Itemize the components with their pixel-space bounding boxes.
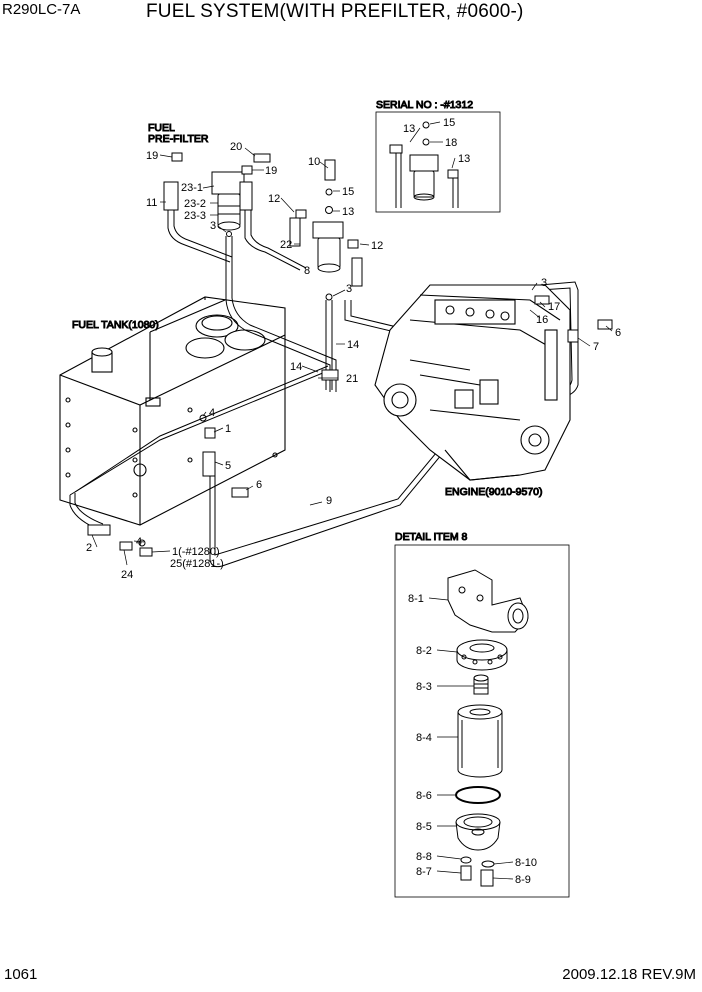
callout-3: 3: [346, 283, 352, 295]
filter-head-8-1: [447, 569, 529, 633]
part-labels: 19 20 19 23-1 23-2 23-3 11 3 22 8 10 15 …: [86, 117, 621, 886]
callout-16: 16: [536, 314, 548, 326]
filter-bowl-8-5: [455, 813, 501, 851]
prefilter-caption-line1: FUEL: [148, 122, 175, 134]
callout-11: 11: [146, 197, 157, 209]
callout-21: 21: [346, 373, 358, 385]
callout-12: 12: [371, 240, 383, 252]
fuel-tank-caption: FUEL TANK(1080): [72, 319, 159, 331]
o-ring-8-6: [455, 786, 501, 804]
callout-23-2: 23-2: [184, 198, 206, 210]
plug-8-7: [460, 865, 472, 881]
callout-14: 14: [347, 339, 359, 351]
callout-8-3: 8-3: [416, 681, 432, 693]
callout-1-serial: 1(-#1280): [172, 546, 220, 558]
callout-19: 19: [265, 165, 277, 177]
page-title: FUEL SYSTEM(WITH PREFILTER, #0600-): [146, 1, 524, 22]
callout-8-7: 8-7: [416, 866, 432, 878]
leader-lines: [91, 121, 613, 880]
main-fuel-filter: [289, 159, 363, 301]
callout-19: 19: [146, 150, 158, 162]
callout-7: 7: [593, 341, 599, 353]
callout-8-10: 8-10: [515, 857, 537, 869]
callout-9: 9: [326, 495, 332, 507]
revision-date: 2009.12.18 REV.9M: [562, 966, 696, 983]
fuel-tank: [59, 296, 286, 526]
callout-8-4: 8-4: [416, 732, 432, 744]
callout-12: 12: [268, 193, 280, 205]
callout-8: 8: [304, 265, 310, 277]
callout-20: 20: [230, 141, 242, 153]
callout-13: 13: [403, 123, 415, 135]
callout-8-8: 8-8: [416, 851, 432, 863]
callout-2: 2: [86, 542, 92, 554]
callout-10: 10: [308, 156, 320, 168]
page-number: 1061: [4, 966, 38, 983]
callout-13: 13: [342, 206, 354, 218]
callout-4: 4: [209, 407, 215, 419]
callout-3: 3: [541, 277, 547, 289]
nipple-8-3: [473, 674, 489, 695]
seal-8-8: [460, 856, 472, 864]
engine-caption: ENGINE(9010-9570): [445, 486, 542, 498]
callout-13: 13: [458, 153, 470, 165]
callout-8-9: 8-9: [515, 874, 531, 886]
callout-8-6: 8-6: [416, 790, 432, 802]
callout-15: 15: [342, 186, 354, 198]
callout-1: 1: [225, 423, 231, 435]
callout-6: 6: [256, 479, 262, 491]
callout-8-5: 8-5: [416, 821, 432, 833]
filter-cartridge-8-4: [457, 704, 503, 778]
callout-24: 24: [121, 569, 133, 581]
detail-caption: DETAIL ITEM 8: [395, 531, 468, 543]
callout-3: 3: [210, 220, 216, 232]
filter-cap-8-2: [456, 639, 508, 671]
callout-8-1: 8-1: [408, 593, 424, 605]
prefilter-caption-line2: PRE-FILTER: [148, 133, 209, 145]
seal-8-10: [481, 860, 495, 868]
callout-14: 14: [290, 361, 302, 373]
callout-17: 17: [548, 301, 560, 313]
callout-23-1: 23-1: [181, 182, 203, 194]
serial-caption: SERIAL NO : -#1312: [376, 99, 473, 111]
callout-4: 4: [136, 536, 142, 548]
callout-6: 6: [615, 327, 621, 339]
callout-15: 15: [443, 117, 455, 129]
callout-18: 18: [445, 137, 457, 149]
callout-22: 22: [280, 239, 292, 251]
detail-item-8-box: [394, 544, 570, 898]
serial-detail-box: [375, 111, 501, 213]
small-fittings: [87, 295, 613, 557]
engine: [374, 284, 571, 481]
callout-8-2: 8-2: [416, 645, 432, 657]
fuel-prefilter: [163, 152, 271, 237]
plug-8-9: [480, 869, 494, 887]
model-number: R290LC-7A: [2, 1, 81, 18]
callout-5: 5: [225, 460, 231, 472]
callout-25-serial: 25(#1281-): [170, 558, 224, 570]
callout-23-3: 23-3: [184, 210, 206, 222]
